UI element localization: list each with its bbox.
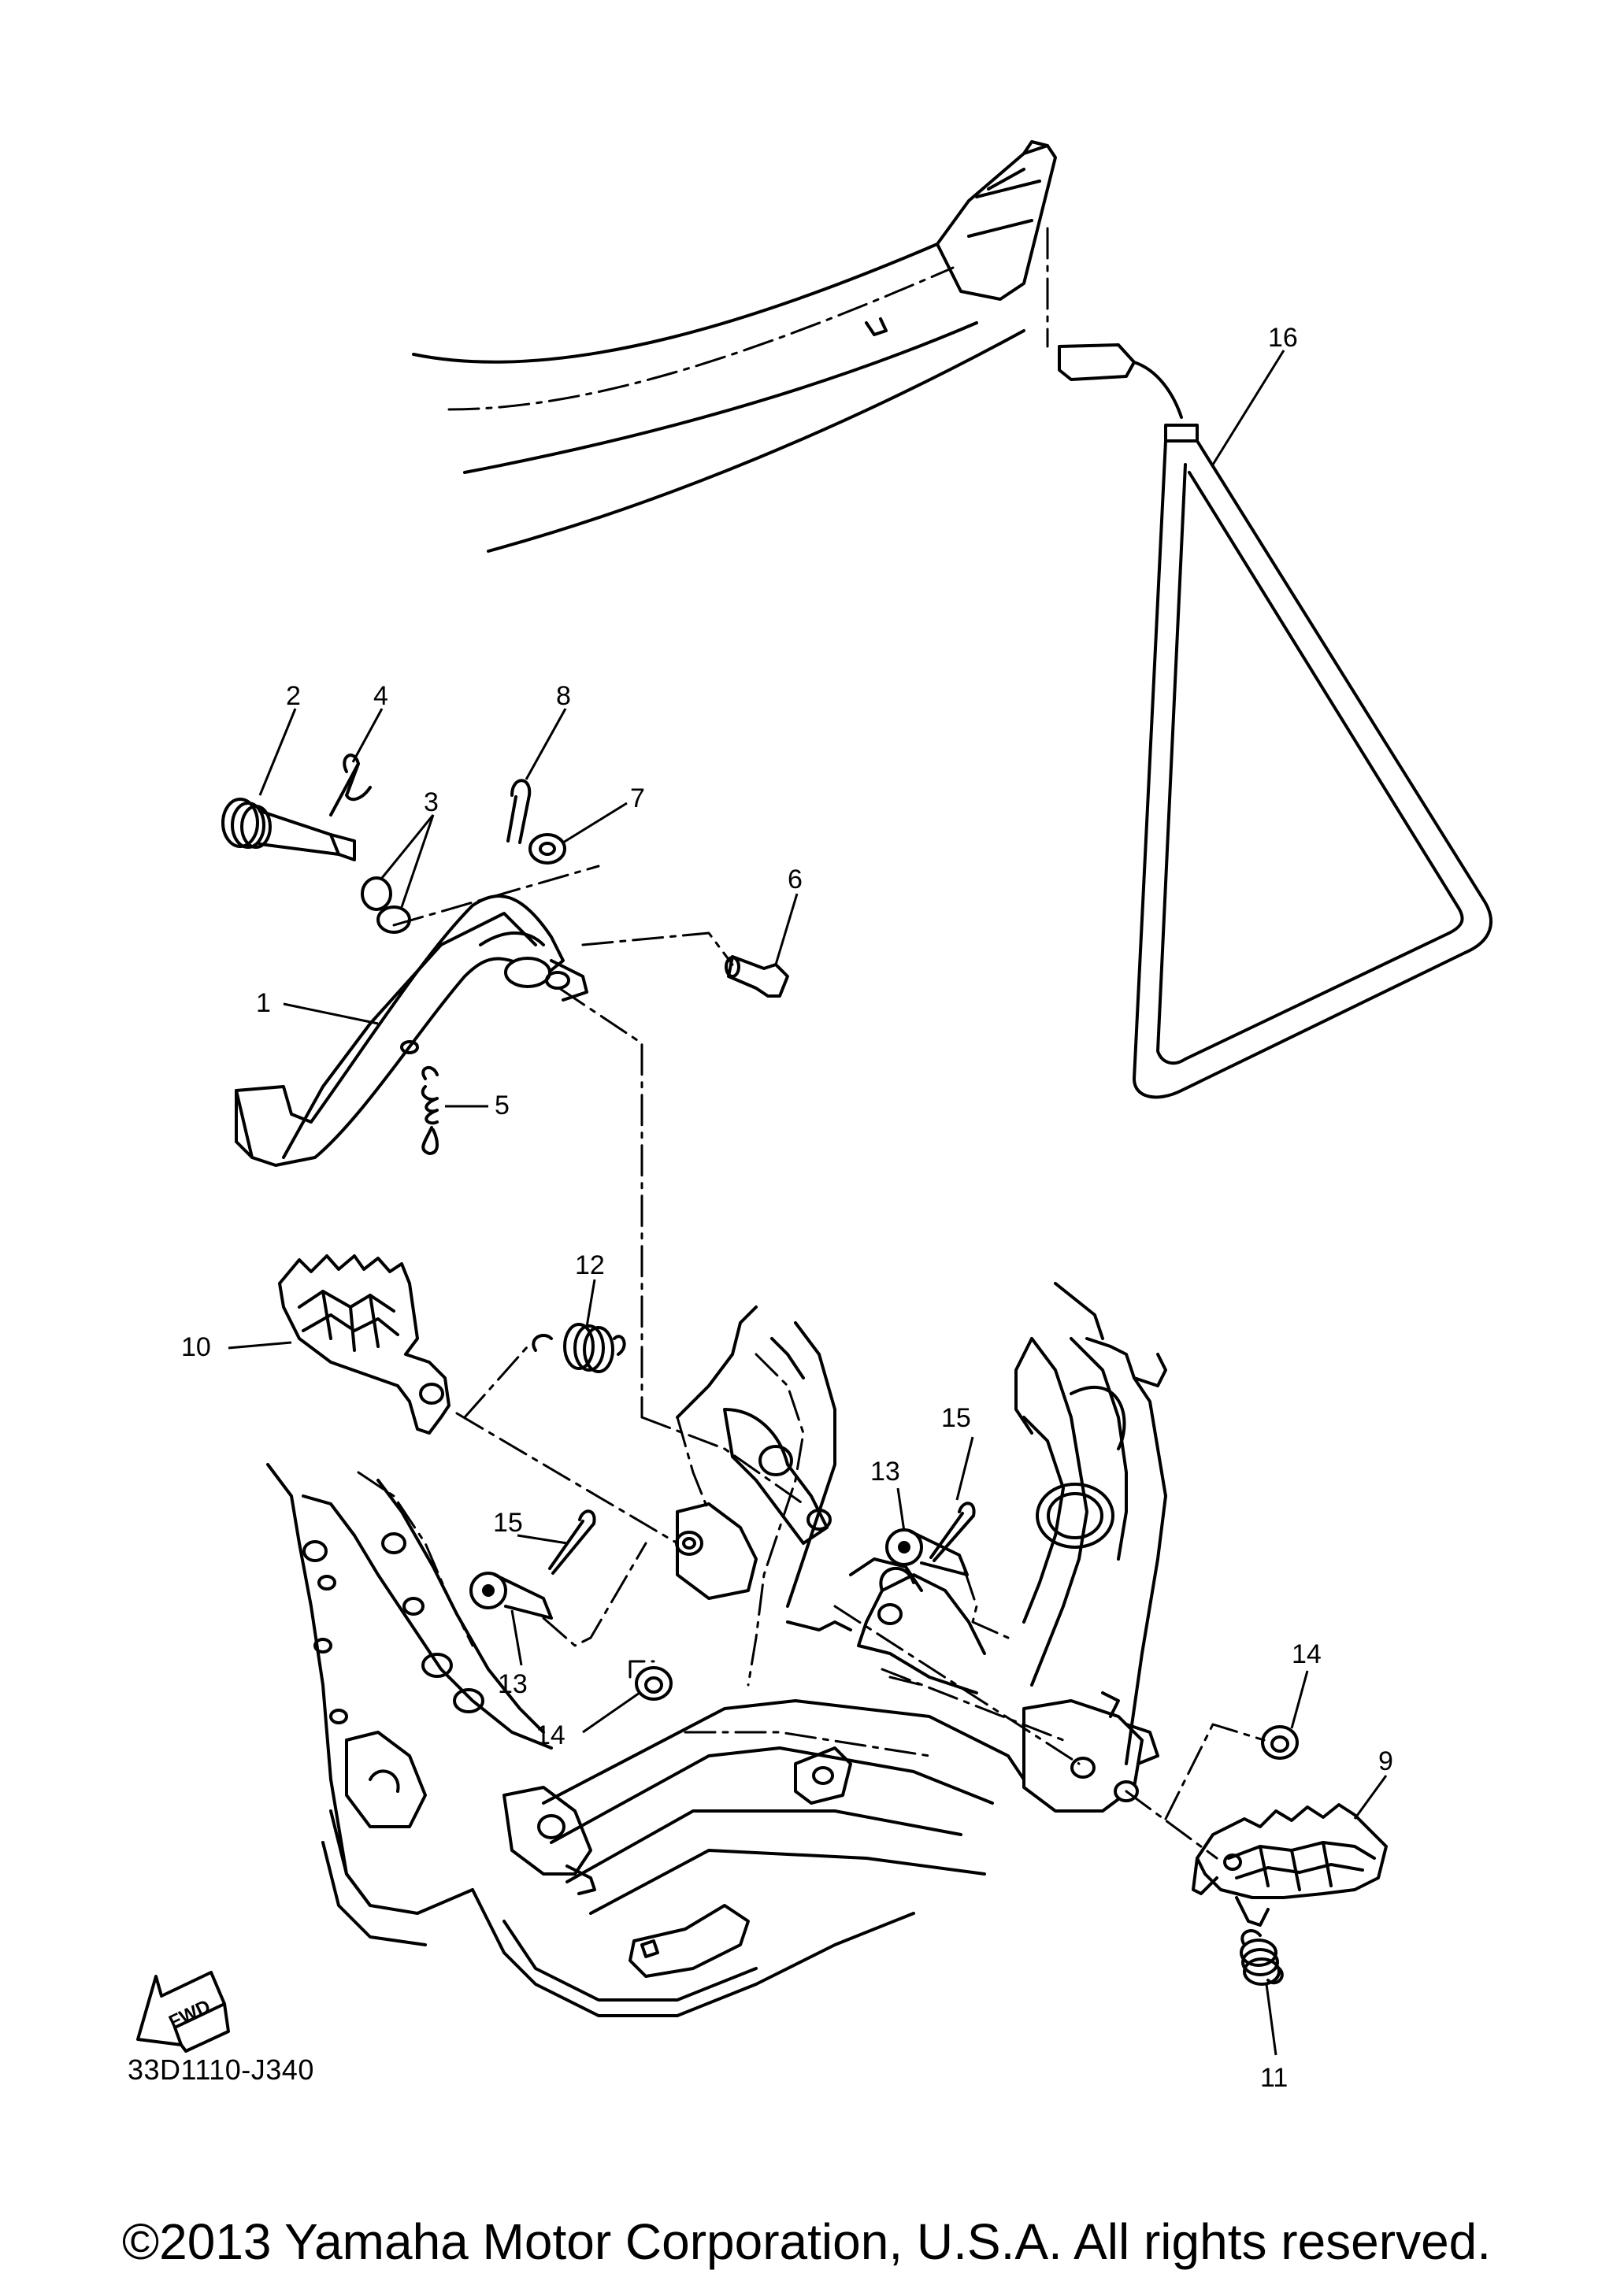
callout-labels: 2 4 3 8 7 6 1 5 12 10 15 13 15 13 14 14 … <box>181 323 1393 2093</box>
leader-lines <box>228 350 1388 2056</box>
pin-right <box>929 1502 976 1562</box>
pin <box>725 955 789 998</box>
clip <box>329 754 372 817</box>
rear-frame-outline <box>412 140 1057 553</box>
cotter-pin <box>506 779 532 844</box>
main-frame <box>266 1282 1167 2017</box>
footrest-spring-left <box>532 1323 626 1373</box>
callout-label: 10 <box>181 1332 211 1362</box>
bushing-left <box>469 1572 553 1620</box>
pin-left <box>548 1509 596 1575</box>
callout-label: 16 <box>1268 323 1298 353</box>
callout-label: 2 <box>286 681 301 711</box>
assembly-lines <box>392 865 1266 1860</box>
callout-label: 11 <box>1260 2063 1288 2093</box>
callout-label: 4 <box>373 681 388 711</box>
footrest-spring-right <box>1240 1929 1284 1986</box>
callout-label: 5 <box>495 1091 510 1120</box>
brake-pedal <box>235 894 588 1167</box>
washer-left <box>635 1666 673 1701</box>
washer <box>528 833 566 865</box>
callout-label: 15 <box>493 1508 523 1538</box>
callout-label: 8 <box>556 681 571 711</box>
copyright-notice: ©2013 Yamaha Motor Corporation, U.S.A. A… <box>121 2213 1492 2270</box>
callout-label: 12 <box>575 1250 605 1280</box>
callout-label: 9 <box>1378 1746 1393 1776</box>
callout-label: 7 <box>630 783 645 813</box>
washer-right <box>1261 1725 1299 1760</box>
fwd-label: FWD <box>165 1996 213 2034</box>
fwd-arrow-icon: FWD <box>136 1971 230 2053</box>
callout-label: 15 <box>941 1403 971 1433</box>
callout-label: 13 <box>498 1669 528 1699</box>
callout-label: 1 <box>256 988 271 1018</box>
pivot-shaft <box>221 798 356 861</box>
footrest-left <box>278 1254 451 1435</box>
footrest-right <box>1192 1803 1388 1927</box>
callout-label: 13 <box>870 1457 900 1487</box>
callout-label: 14 <box>536 1720 565 1750</box>
callout-label: 6 <box>788 865 803 894</box>
callout-label: 3 <box>424 787 439 817</box>
return-spring <box>421 1066 439 1155</box>
sidestand <box>1046 227 1492 1099</box>
callout-label: 14 <box>1292 1639 1322 1669</box>
reference-code: 33D1110-J340 <box>128 2053 314 2086</box>
